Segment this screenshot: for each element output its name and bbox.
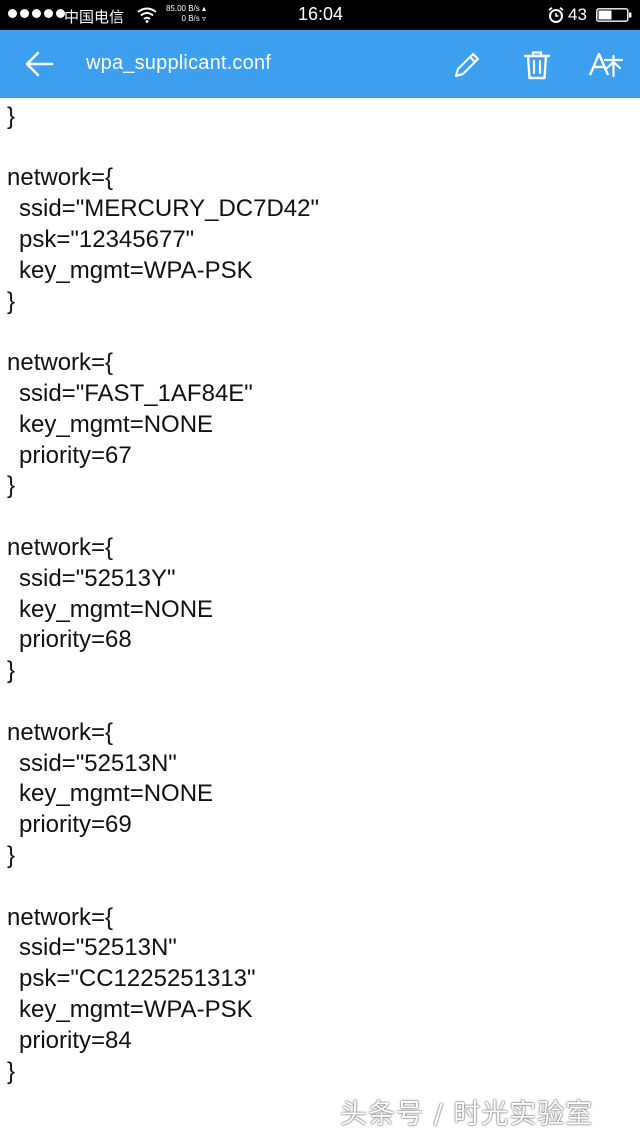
code-line: ssid="52513N" — [19, 749, 177, 777]
code-line: network={ — [7, 903, 114, 931]
app-bar: wpa_supplicant.conf — [0, 30, 640, 98]
download-speed: 0 B/s ▿ — [181, 14, 206, 23]
code-line: key_mgmt=WPA-PSK — [19, 995, 253, 1023]
file-content[interactable]: key_mgmt=WPA-PSK} network={ ssid="MERCURY_… — [0, 98, 640, 1138]
code-line: ssid="MERCURY_DC7D42" — [19, 195, 320, 223]
code-line: } — [7, 287, 16, 315]
font-size-icon[interactable] — [588, 48, 624, 82]
code-line: network={ — [7, 533, 114, 561]
wifi-icon — [137, 7, 157, 23]
code-line: ssid="52513N" — [19, 934, 177, 962]
code-line: priority=68 — [19, 626, 132, 654]
code-line: key_mgmt=WPA-PSK — [19, 256, 253, 284]
code-line: priority=67 — [19, 441, 132, 469]
code-line: key_mgmt=WPA-PSK — [0, 98, 640, 102]
code-line: } — [7, 472, 16, 500]
code-line: psk="CC1225251313" — [19, 965, 256, 993]
code-line: } — [7, 841, 16, 869]
code-line: network={ — [7, 164, 114, 192]
code-line: ssid="52513Y" — [19, 564, 176, 592]
carrier-name: 中国电信 — [64, 9, 125, 26]
code-line — [0, 133, 640, 164]
code-line: key_mgmt=NONE — [19, 595, 214, 623]
code-line — [0, 687, 640, 718]
code-line: } — [7, 102, 16, 130]
file-title: wpa_supplicant.conf — [86, 52, 272, 74]
trash-icon[interactable] — [520, 48, 554, 82]
back-arrow-icon[interactable] — [22, 48, 58, 80]
code-line: } — [7, 657, 16, 685]
code-line — [0, 502, 640, 533]
battery-icon — [596, 8, 632, 22]
status-bar: 中国电信 85.00 B/s ▴ 0 B/s ▿ 16:04 43 — [0, 0, 640, 30]
network-speed: 85.00 B/s ▴ 0 B/s ▿ — [162, 4, 206, 24]
clock: 16:04 — [298, 4, 344, 24]
battery-percent: 43 — [568, 5, 587, 24]
code-line — [0, 872, 640, 903]
signal-strength-icon — [8, 9, 65, 18]
watermark: 头条号 / 时光实验室 — [340, 1099, 594, 1130]
code-line — [0, 317, 640, 348]
pencil-icon[interactable] — [450, 48, 484, 82]
code-line: key_mgmt=NONE — [19, 780, 214, 808]
code-line: network={ — [7, 718, 114, 746]
upload-speed: 85.00 B/s ▴ — [165, 4, 206, 13]
code-line: ssid="FAST_1AF84E" — [19, 379, 253, 407]
code-line: key_mgmt=NONE — [19, 410, 214, 438]
file-text: key_mgmt=WPA-PSK} network={ ssid="MERCURY_… — [0, 98, 640, 1087]
code-line: network={ — [7, 349, 114, 377]
code-line: } — [7, 1057, 16, 1085]
code-line: priority=84 — [19, 1026, 132, 1054]
alarm-icon — [548, 7, 564, 23]
code-line: psk="12345677" — [19, 225, 195, 253]
code-line: priority=69 — [19, 811, 132, 839]
